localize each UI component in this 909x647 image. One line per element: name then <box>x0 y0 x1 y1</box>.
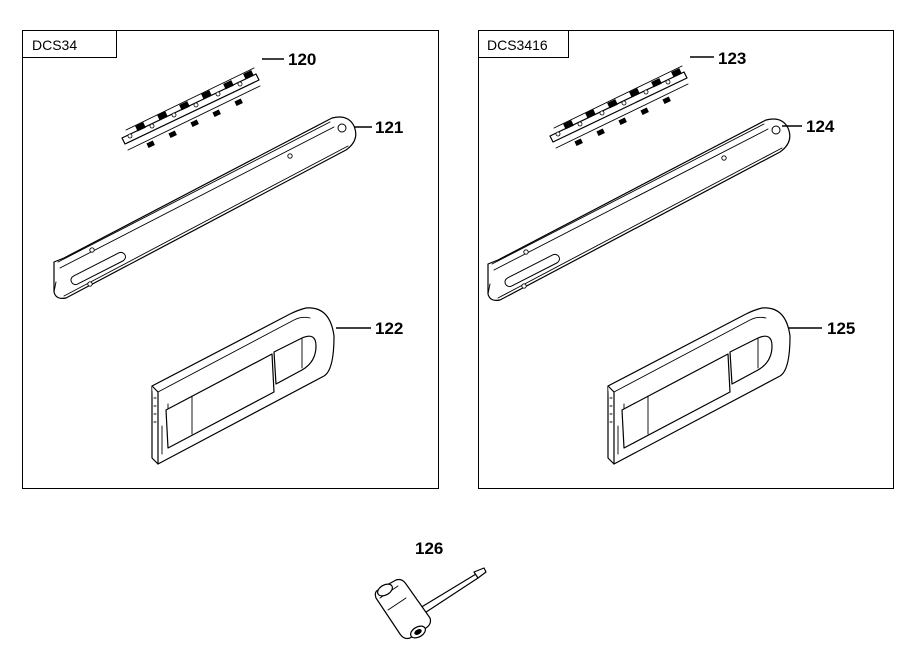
model-tag: DCS34 <box>32 37 77 53</box>
part-number-bar: 124 <box>806 117 835 136</box>
model-tag: DCS3416 <box>487 37 548 53</box>
part-number-cover: 125 <box>827 319 855 338</box>
part-number-cover: 122 <box>375 319 403 338</box>
scrench-tool-illustration <box>374 567 487 641</box>
part-number-chain: 123 <box>718 49 746 68</box>
model-tag-box <box>22 30 117 58</box>
part-number-bar: 121 <box>375 118 403 137</box>
panel-dcs3416: DCS3416 123 124 125 <box>478 30 894 489</box>
part-number-chain: 120 <box>288 50 316 69</box>
part-number-tool: 126 <box>415 539 443 558</box>
model-tag-box <box>478 30 569 58</box>
panel-dcs34: DCS34 120 121 122 <box>22 30 439 489</box>
tool-group: 126 <box>374 539 487 641</box>
